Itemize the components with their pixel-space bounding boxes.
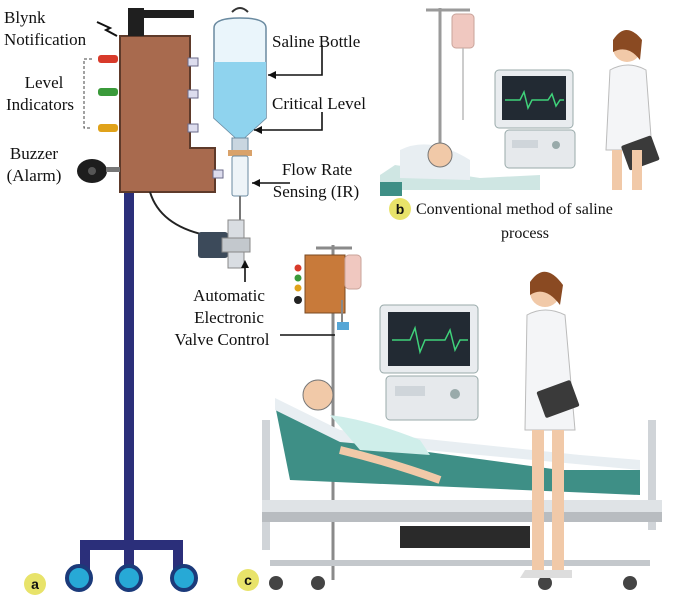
- wheel-left: [65, 564, 93, 592]
- blynk-label-line1: Blynk: [4, 8, 46, 27]
- nurse-figure: [605, 30, 660, 190]
- level-indicators-line1: Level: [24, 73, 64, 92]
- mini-device: [304, 254, 346, 314]
- blynk-label-line2: Notification: [4, 30, 87, 49]
- patient-head-b: [427, 142, 453, 168]
- saline-bottle-arrow: [268, 45, 323, 76]
- panel-b-caption-line1: Conventional method of saline: [416, 201, 613, 218]
- ecg-monitor-icon: [379, 304, 479, 421]
- panel-c-illustration: [262, 245, 662, 590]
- panel-c-tag: c: [237, 569, 259, 591]
- flow-rate-label-line2: Sensing (IR): [272, 182, 360, 201]
- panel-a-illustration: [65, 7, 335, 592]
- saline-bag-icon: [451, 13, 475, 49]
- hospital-bed-icon: [262, 398, 662, 590]
- ecg-monitor-icon: [494, 69, 576, 169]
- buzzer-icon: [77, 159, 120, 183]
- saline-bottle-label: Saline Bottle: [272, 32, 361, 51]
- valve-icon: [198, 219, 251, 269]
- indicator-green: [98, 88, 118, 96]
- level-indicators-line2: Indicators: [6, 95, 74, 114]
- critical-level-arrow: [254, 112, 323, 131]
- lightning-icon: [96, 21, 118, 37]
- wheel-right: [170, 564, 198, 592]
- indicator-red: [98, 55, 118, 63]
- valve-label-line3: Valve Control: [174, 330, 270, 349]
- buzzer-label-line1: Buzzer: [9, 144, 59, 163]
- buzzer-label-line2: (Alarm): [6, 166, 62, 185]
- critical-level-label: Critical Level: [272, 94, 366, 113]
- valve-label-line2: Electronic: [194, 308, 264, 327]
- panel-b-illustration: [380, 8, 660, 196]
- iv-stand-pole: [124, 190, 134, 530]
- indicator-yellow: [98, 124, 118, 132]
- panel-a-tag: a: [24, 573, 46, 595]
- flow-rate-label-line1: Flow Rate: [281, 160, 353, 179]
- wheel-middle: [115, 564, 143, 592]
- patient-figure: [302, 379, 442, 484]
- nurse-figure: [520, 271, 580, 578]
- panel-b-caption-line2: process: [501, 225, 549, 242]
- panel-b-tag: b: [389, 198, 411, 220]
- saline-bottle: [213, 7, 267, 220]
- device-body: [119, 35, 216, 193]
- valve-label-line1: Automatic: [193, 286, 265, 305]
